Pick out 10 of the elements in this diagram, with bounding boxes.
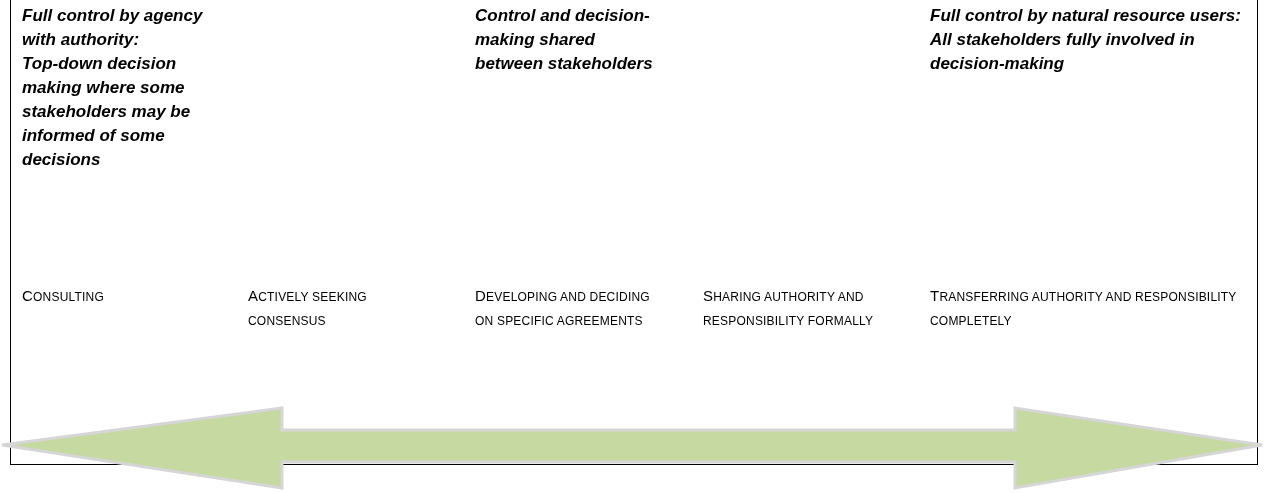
heading-text: Control and decision-making shared between stakeholders [475,5,654,75]
stage-label: TRANSFERRING AUTHORITY AND RESPONSIBILITY COMPLETELY [930,286,1238,330]
heading-text: Top-down decision making where some stakeholders may be informed of some decisions [22,53,192,171]
stage-label: ACTIVELY SEEKING CONSENSUS [248,286,368,330]
stage-label: SHARING AUTHORITY AND RESPONSIBILITY FORMALLY [703,286,875,330]
heading-text: All stakeholders fully involved in decision-making [930,29,1196,75]
stage-label: DEVELOPING AND DECIDING ON SPECIFIC AGREEMENTS [475,286,651,330]
heading-text: Full control by natural resource users: [930,5,1242,27]
stage-label: CONSULTING [22,286,105,306]
heading-text: Full control by agency with authority: [22,5,204,51]
